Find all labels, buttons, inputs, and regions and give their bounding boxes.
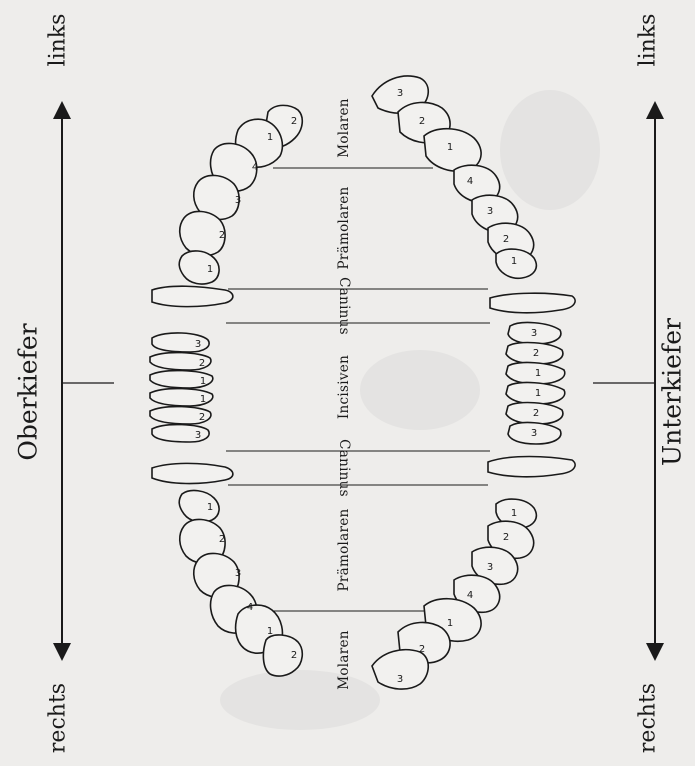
lower-left-canine [490,293,575,313]
tooth-number: 2 [533,348,539,359]
tooth-number: 1 [200,376,206,387]
tooth-number: 3 [531,328,537,339]
tooth-number: 1 [447,618,453,629]
canine-label-right: Caninus [336,439,352,497]
upper-jaw-title: Oberkiefer [14,323,43,460]
tooth-number: 4 [467,176,473,187]
tooth-number: 3 [397,674,403,685]
tooth-number: 1 [267,626,273,637]
tooth-number: 3 [235,568,241,579]
tooth-number: 1 [535,368,541,379]
molars-label-left: Molaren [336,98,352,158]
tooth-number: 2 [419,116,425,127]
tooth-number: 1 [207,502,213,513]
incisors-label: Incisiven [336,355,352,419]
tooth-number: 4 [247,602,253,613]
upper-left-label: links [46,14,71,67]
lower-left-label: links [636,14,661,67]
tooth-number: 3 [487,562,493,573]
tooth-number: 2 [219,230,225,241]
molars-label-right: Molaren [336,630,352,690]
tooth-number: 2 [503,234,509,245]
tooth-number: 1 [447,142,453,153]
tooth-number: 2 [533,408,539,419]
tooth-number: 1 [535,388,541,399]
tooth-number: 2 [219,534,225,545]
tooth-number: 3 [195,430,201,441]
tooth-number: 1 [511,508,517,519]
lower-right-label: rechts [636,683,661,753]
premolars-label-right: Prämolaren [336,508,352,591]
tooth-number: 1 [200,394,206,405]
lower-jaw-title: Unterkiefer [658,318,687,466]
tooth-number: 1 [267,132,273,143]
tooth-number: 3 [397,88,403,99]
tooth-number: 4 [467,590,473,601]
lower-right-canine [488,457,575,477]
tooth-number: 3 [531,428,537,439]
tooth-number: 2 [199,412,205,423]
upper-left-canine [152,286,233,306]
tooth-number: 3 [195,339,201,350]
tooth-number: 2 [199,358,205,369]
upper-right-label: rechts [46,683,71,753]
tooth-number: 2 [419,644,425,655]
tooth-number: 1 [511,256,517,267]
tooth-number: 3 [235,195,241,206]
upper-right-canine [152,463,233,483]
tooth-number: 2 [503,532,509,543]
tooth-number: 3 [487,206,493,217]
tooth-number: 2 [291,116,297,127]
upper-teeth [150,105,302,676]
premolars-label-left: Prämolaren [336,186,352,269]
canine-label-left: Caninus [336,277,352,335]
tooth-number: 1 [207,264,213,275]
tooth-number: 4 [252,162,258,173]
tooth-number: 2 [291,650,297,661]
